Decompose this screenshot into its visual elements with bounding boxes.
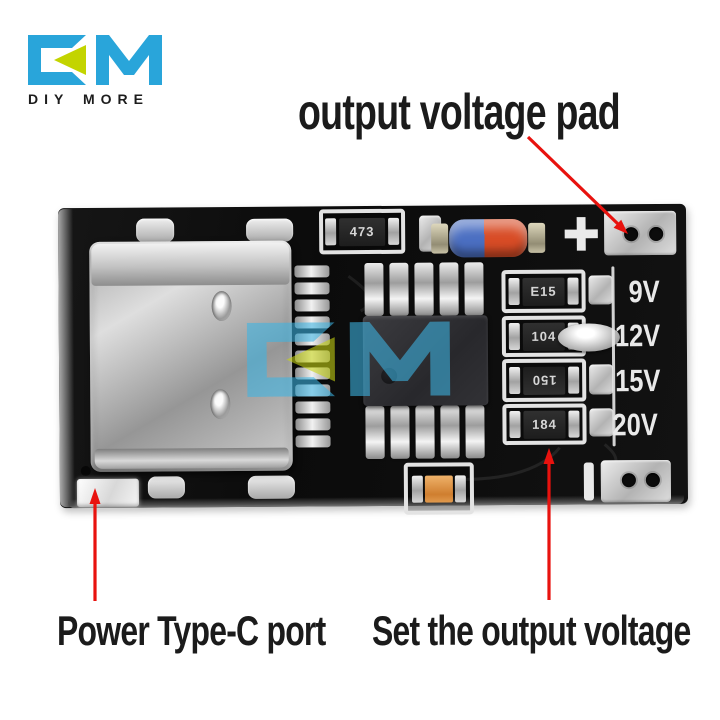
- pad-hole: [621, 473, 636, 488]
- resistor-cap: [568, 410, 580, 438]
- usbc-pin: [294, 282, 330, 295]
- resistor-code: 150: [523, 366, 566, 395]
- ic-pin: [440, 405, 460, 459]
- ic-pins-bottom: [365, 405, 485, 460]
- ic-pin: [365, 405, 385, 460]
- diode-lead: [431, 223, 449, 254]
- voltage-resistor-9v: E15: [501, 269, 586, 314]
- ic-pin: [439, 262, 459, 316]
- logo-tagline: DIY MORE: [28, 91, 149, 107]
- usbc-shell-bottom: [94, 447, 289, 469]
- usbc-anchor-tab: [136, 218, 175, 243]
- output-pad-negative: [600, 459, 672, 503]
- dm-logo-mark: [28, 35, 162, 85]
- resistor-code: 473: [339, 217, 386, 246]
- usbc-pin: [294, 299, 330, 312]
- voltage-resistor-20v: 184: [502, 403, 587, 446]
- solder-pad: [589, 364, 614, 395]
- usbc-pin: [295, 435, 331, 448]
- ic-pin: [414, 262, 434, 316]
- usbc-dimple: [211, 290, 232, 322]
- resistor-cap: [325, 218, 337, 246]
- resistor-cap: [509, 410, 521, 439]
- resistor-cap: [508, 322, 520, 351]
- resistor-cap: [567, 277, 579, 305]
- resistor-cap: [508, 277, 520, 306]
- plus-marking: +: [562, 198, 601, 269]
- voltage-label-20v: 20V: [612, 407, 658, 443]
- usbc-anchor-tab: [147, 476, 185, 499]
- capacitor-body: [424, 474, 454, 503]
- resistor-code: 184: [523, 410, 566, 439]
- diymore-logo: DIY MORE: [28, 34, 178, 107]
- pcb-board: 473 + E15 104 150: [57, 198, 689, 515]
- resistor-cap: [388, 217, 400, 245]
- usbc-pin: [295, 418, 331, 431]
- ic-pin: [390, 405, 410, 459]
- logo-triangle-icon: [54, 45, 86, 75]
- ic-pin: [464, 262, 484, 316]
- voltage-label-9v: 9V: [628, 273, 660, 310]
- capacitor-cap: [454, 474, 467, 502]
- voltage-label-12v: 12V: [614, 317, 661, 354]
- voltage-label-15v: 15V: [615, 362, 661, 399]
- ic-pins-top: [364, 262, 484, 317]
- ceramic-capacitor: [403, 462, 475, 515]
- power-typec-port-label: Power Type-C port: [57, 607, 326, 654]
- set-output-voltage-label: Set the output voltage: [372, 607, 691, 654]
- ic-pin: [364, 262, 384, 317]
- via-hole: [80, 465, 91, 477]
- resistor-cap: [568, 366, 580, 394]
- output-pad-positive: [603, 210, 677, 256]
- smd-diode: [431, 218, 546, 258]
- ic-pin: [465, 405, 485, 459]
- solder-pad: [589, 408, 614, 437]
- diode-body: [449, 218, 528, 258]
- output-voltage-pad-label: output voltage pad: [298, 84, 621, 140]
- voltage-resistor-15v: 150: [502, 358, 587, 403]
- typec-power-pad: [76, 478, 140, 508]
- usbc-shell-top: [91, 242, 290, 286]
- usbc-dimple: [210, 388, 231, 420]
- pad-hole: [645, 473, 660, 488]
- capacitor-cap: [411, 475, 424, 503]
- minus-marking: [583, 462, 595, 501]
- ic-pin: [389, 262, 409, 316]
- ic-pin: [415, 405, 435, 459]
- usbc-anchor-tab: [247, 475, 295, 499]
- usbc-anchor-tab: [246, 218, 294, 242]
- usbc-pin: [294, 265, 330, 278]
- pad-hole: [649, 226, 664, 242]
- resistor-473: 473: [318, 208, 406, 255]
- usbc-pin: [295, 401, 331, 414]
- solder-pad: [588, 275, 613, 305]
- resistor-code: E15: [522, 277, 565, 306]
- resistor-cap: [509, 366, 521, 395]
- diode-lead: [528, 222, 546, 253]
- dm-watermark: [246, 321, 460, 397]
- pad-hole: [624, 227, 639, 242]
